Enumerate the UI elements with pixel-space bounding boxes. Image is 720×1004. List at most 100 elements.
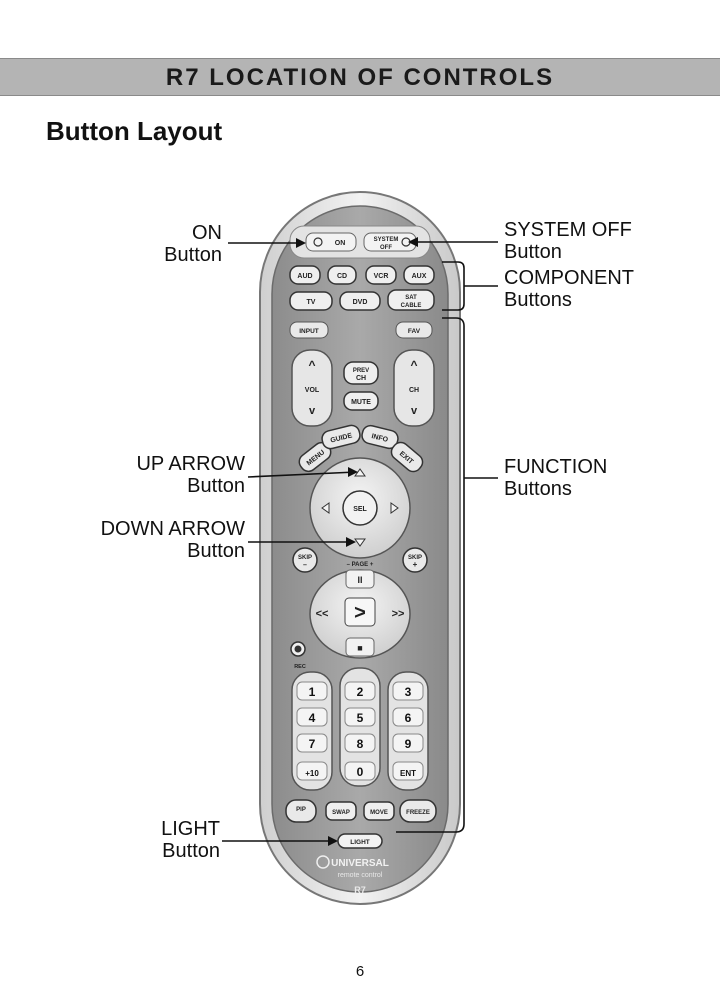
play-button[interactable] (344, 597, 376, 627)
digit-key[interactable] (296, 733, 328, 753)
dvd-label: DVD (353, 299, 368, 306)
callout-line: Buttons (504, 478, 572, 500)
digit-key[interactable] (344, 681, 376, 701)
arrowhead-icon (328, 836, 338, 846)
up-arrow-button[interactable] (354, 468, 366, 477)
digit-key-label: 7 (309, 737, 316, 751)
vol-label: VOL (305, 387, 320, 394)
volume-rocker[interactable] (291, 349, 333, 427)
digit-key[interactable] (344, 733, 376, 753)
digit-key[interactable] (344, 761, 376, 781)
exit-button[interactable] (388, 439, 426, 475)
component-callout: COMPONENT Buttons (504, 267, 634, 311)
down-arrow-button[interactable] (354, 538, 366, 547)
move-button[interactable] (363, 801, 395, 821)
off-label: OFF (380, 245, 392, 251)
callout-line: Button (162, 840, 220, 862)
power-icon (313, 237, 323, 247)
ch-down-icon: v (411, 405, 418, 417)
aud-label: AUD (297, 273, 312, 280)
pip-button[interactable] (285, 799, 317, 823)
digit-key[interactable] (296, 761, 328, 781)
plus-icon: + (413, 560, 418, 569)
fav-label: FAV (408, 328, 421, 335)
info-label: INFO (371, 433, 389, 444)
page-label: – PAGE + (347, 562, 374, 568)
pause-icon: II (357, 575, 362, 585)
down-arrow-callout: DOWN ARROW Button (60, 518, 245, 562)
sat-cable-button[interactable] (387, 289, 435, 311)
vcr-label: VCR (374, 273, 389, 280)
mute-button[interactable] (343, 391, 379, 411)
prev-ch-button[interactable] (343, 361, 379, 385)
left-arrow-button[interactable] (321, 502, 330, 514)
pause-button[interactable] (345, 569, 375, 589)
callout-line: Button (187, 540, 245, 562)
keypad-column (387, 671, 429, 791)
vcr-button[interactable] (365, 265, 397, 285)
keypad-column (291, 671, 333, 791)
universal-logo-icon (316, 855, 330, 869)
digit-key-label: 2 (357, 685, 364, 699)
system-off-callout: SYSTEM OFF Button (504, 219, 632, 263)
select-button[interactable] (342, 490, 378, 526)
input-label: INPUT (299, 328, 319, 335)
fav-button[interactable] (395, 321, 433, 339)
callout-line: ON (192, 222, 222, 244)
function-callout: FUNCTION Buttons (504, 456, 607, 500)
light-label: LIGHT (350, 839, 370, 846)
stop-icon: ■ (357, 643, 362, 653)
prev-label: PREV (353, 368, 369, 374)
digit-key[interactable] (392, 707, 424, 727)
digit-key[interactable] (344, 707, 376, 727)
skip-forward-button[interactable] (402, 547, 428, 573)
digit-key[interactable] (296, 681, 328, 701)
on-button-callout: ON Button (120, 222, 222, 266)
page-number: 6 (355, 963, 365, 980)
fast-forward-icon[interactable]: >> (392, 608, 405, 620)
brand-name: UNIVERSAL (331, 858, 389, 869)
aux-button[interactable] (403, 265, 435, 285)
skip-back-label: SKIP (298, 555, 312, 561)
vol-down-icon: v (309, 405, 316, 417)
page-heading: Button Layout (46, 116, 223, 146)
callout-line: FUNCTION (504, 456, 608, 478)
mute-label: MUTE (351, 399, 371, 406)
skip-back-button[interactable] (292, 547, 318, 573)
callout-arrowheads (296, 237, 418, 846)
pip-label: PIP (296, 807, 306, 813)
model-name: R7 (354, 885, 366, 895)
guide-button[interactable] (320, 424, 361, 451)
callout-line: Button (504, 241, 562, 263)
vol-up-icon: ^ (308, 358, 315, 372)
digit-key[interactable] (392, 681, 424, 701)
input-button[interactable] (289, 321, 329, 339)
channel-rocker[interactable] (393, 349, 435, 427)
digit-key-label: +10 (305, 769, 319, 778)
info-button[interactable] (360, 424, 399, 450)
minus-icon: – (303, 562, 307, 569)
move-label: MOVE (370, 810, 388, 816)
rewind-icon[interactable]: << (316, 608, 329, 620)
aud-button[interactable] (289, 265, 321, 285)
ch-label: CH (409, 387, 419, 394)
right-arrow-button[interactable] (390, 502, 399, 514)
freeze-button[interactable] (399, 799, 437, 823)
digit-key[interactable] (296, 707, 328, 727)
tv-button[interactable] (289, 291, 333, 311)
digit-key[interactable] (392, 733, 424, 753)
callout-line: SYSTEM OFF (504, 219, 632, 241)
stop-button[interactable] (345, 637, 375, 657)
cd-button[interactable] (327, 265, 357, 285)
prev-ch-label: CH (356, 375, 366, 382)
ch-up-icon: ^ (410, 358, 417, 372)
dvd-button[interactable] (339, 291, 381, 311)
digit-key-label: 0 (357, 765, 364, 779)
light-callout: LIGHT Button (100, 818, 220, 862)
digit-key-label: ENT (400, 769, 416, 778)
digit-key[interactable] (392, 761, 424, 781)
sel-label: SEL (353, 506, 367, 513)
play-icon: > (354, 602, 366, 624)
swap-button[interactable] (325, 801, 357, 821)
